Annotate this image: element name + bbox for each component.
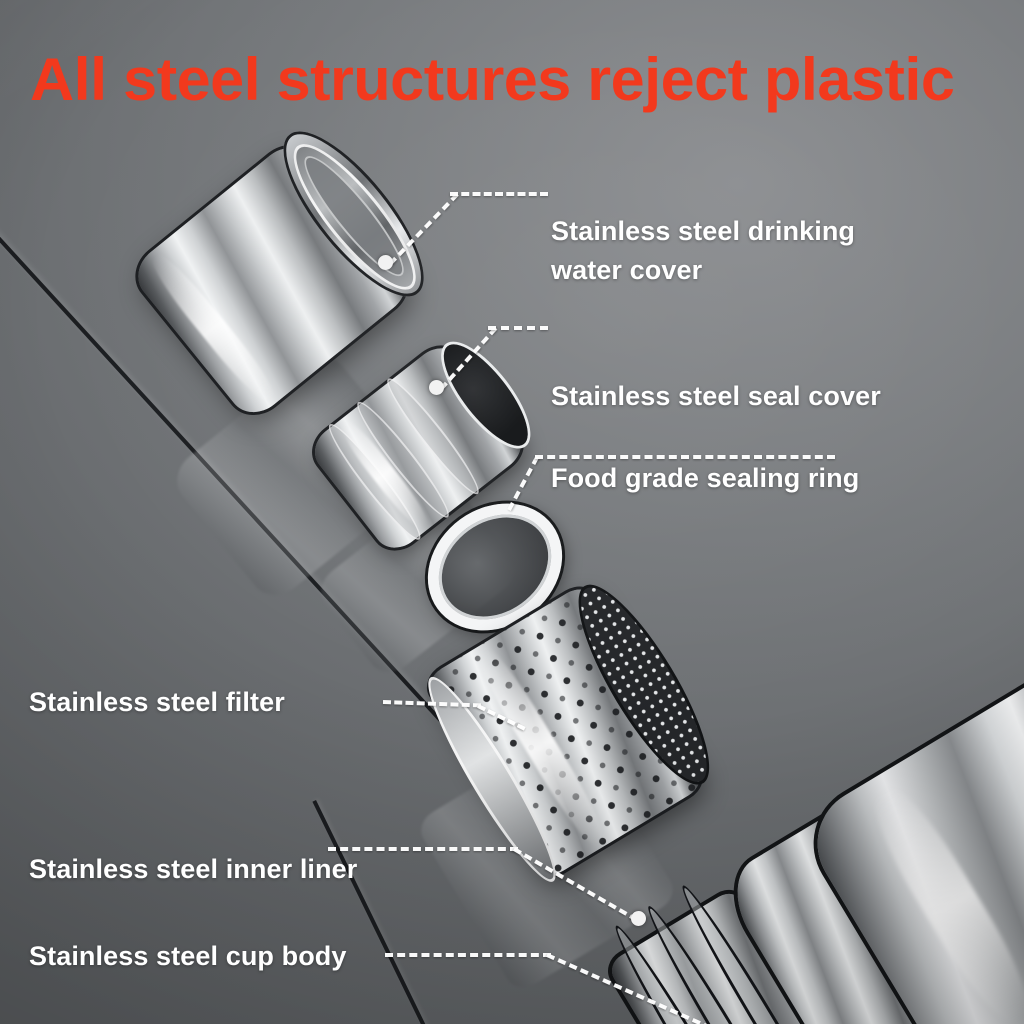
leader-line-seal-cover-horizontal (488, 326, 548, 330)
leader-line-drinking-cover-horizontal (450, 192, 548, 196)
leader-line-sealing-ring-horizontal (535, 455, 835, 459)
callout-label-cup-body: Stainless steel cup body (29, 941, 347, 971)
marker-dot-drinking-cover (378, 255, 393, 270)
callout-label-drinking-water-cover: Stainless steel drinking water cover (551, 216, 856, 285)
callout-label-seal-cover: Stainless steel seal cover (551, 381, 881, 411)
callout-label-inner-liner: Stainless steel inner liner (29, 854, 358, 884)
page-title: All steel structures reject plastic (30, 46, 955, 113)
leader-line-inner-liner-horizontal (328, 847, 518, 851)
marker-dot-seal-cover (429, 380, 444, 395)
leader-line-cup-body-horizontal (385, 953, 551, 957)
marker-dot-inner-liner (631, 911, 646, 926)
callout-label-filter: Stainless steel filter (29, 687, 285, 717)
callout-label-sealing-ring: Food grade sealing ring (551, 463, 860, 493)
